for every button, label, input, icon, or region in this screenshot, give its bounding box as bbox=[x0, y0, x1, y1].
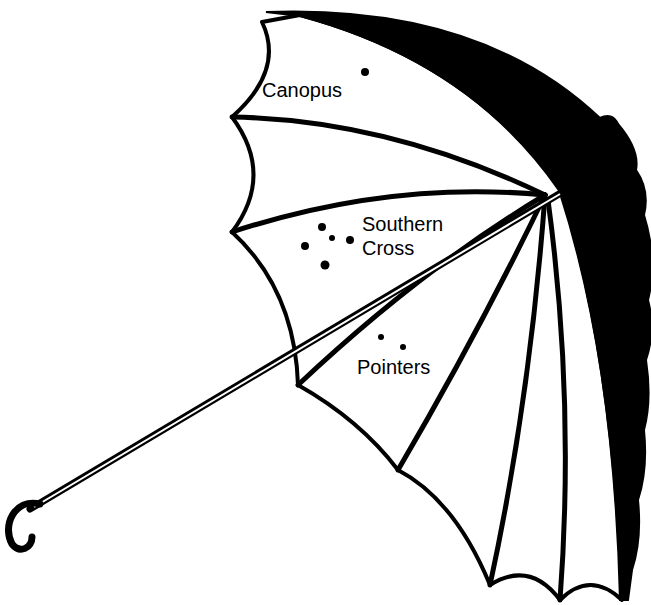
star-dot bbox=[318, 223, 326, 231]
star-label: Canopus bbox=[262, 78, 382, 102]
star-dot bbox=[321, 261, 330, 270]
umbrella-shaft-highlight bbox=[34, 194, 560, 507]
star-dot bbox=[361, 68, 369, 76]
stars bbox=[301, 68, 406, 350]
umbrella-handle bbox=[8, 503, 40, 549]
star-dot bbox=[346, 236, 354, 244]
star-label: Southern Cross bbox=[362, 212, 457, 260]
star-dot bbox=[400, 344, 406, 350]
star-dot bbox=[378, 334, 384, 340]
star-dot bbox=[301, 242, 309, 250]
star-label: Pointers bbox=[357, 355, 467, 379]
umbrella-shaft bbox=[30, 153, 628, 509]
star-dot bbox=[329, 235, 335, 241]
